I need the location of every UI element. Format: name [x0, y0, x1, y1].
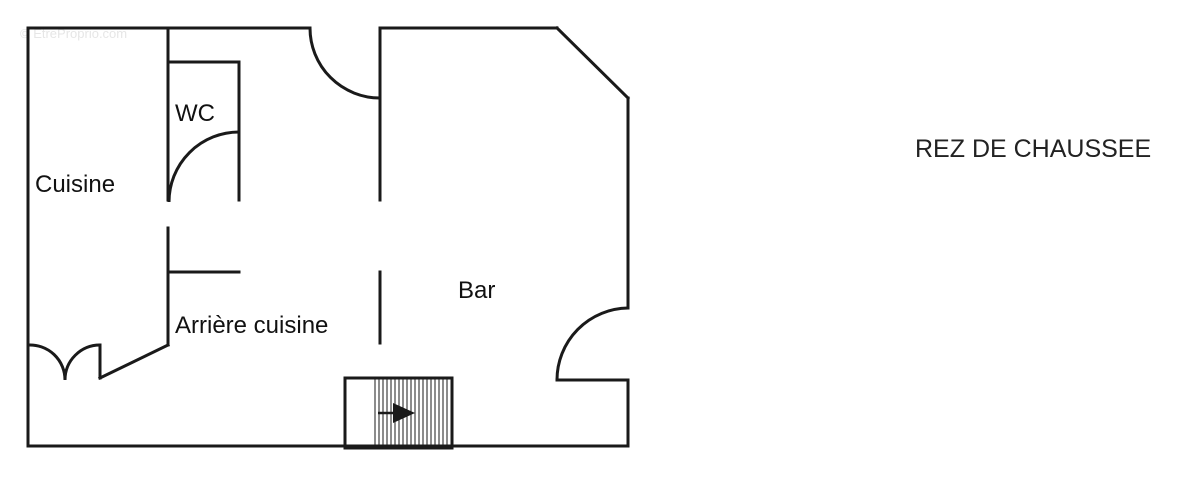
room-label-bar: Bar [458, 277, 495, 304]
door-top-entrance [308, 27, 381, 100]
arrow-right-icon [393, 403, 415, 423]
staircase-icon [343, 376, 454, 450]
floor-title: REZ DE CHAUSSEE [915, 135, 1151, 163]
door-kitchen-left [27, 343, 67, 381]
room-label-arriere-cuisine: Arrière cuisine [175, 312, 328, 339]
walls [26, 25, 631, 448]
doors [27, 27, 629, 381]
room-label-cuisine: Cuisine [35, 171, 115, 198]
door-kitchen-right [63, 343, 101, 381]
staircase-outline [343, 376, 454, 450]
door-wc [167, 130, 240, 203]
wall-corner-diagonal [554, 25, 631, 101]
watermark: © EtreProprio.com [20, 26, 127, 41]
wall-kitchen-diagonal [97, 342, 171, 381]
room-label-wc: WC [175, 100, 215, 127]
door-bar-right [555, 306, 629, 381]
